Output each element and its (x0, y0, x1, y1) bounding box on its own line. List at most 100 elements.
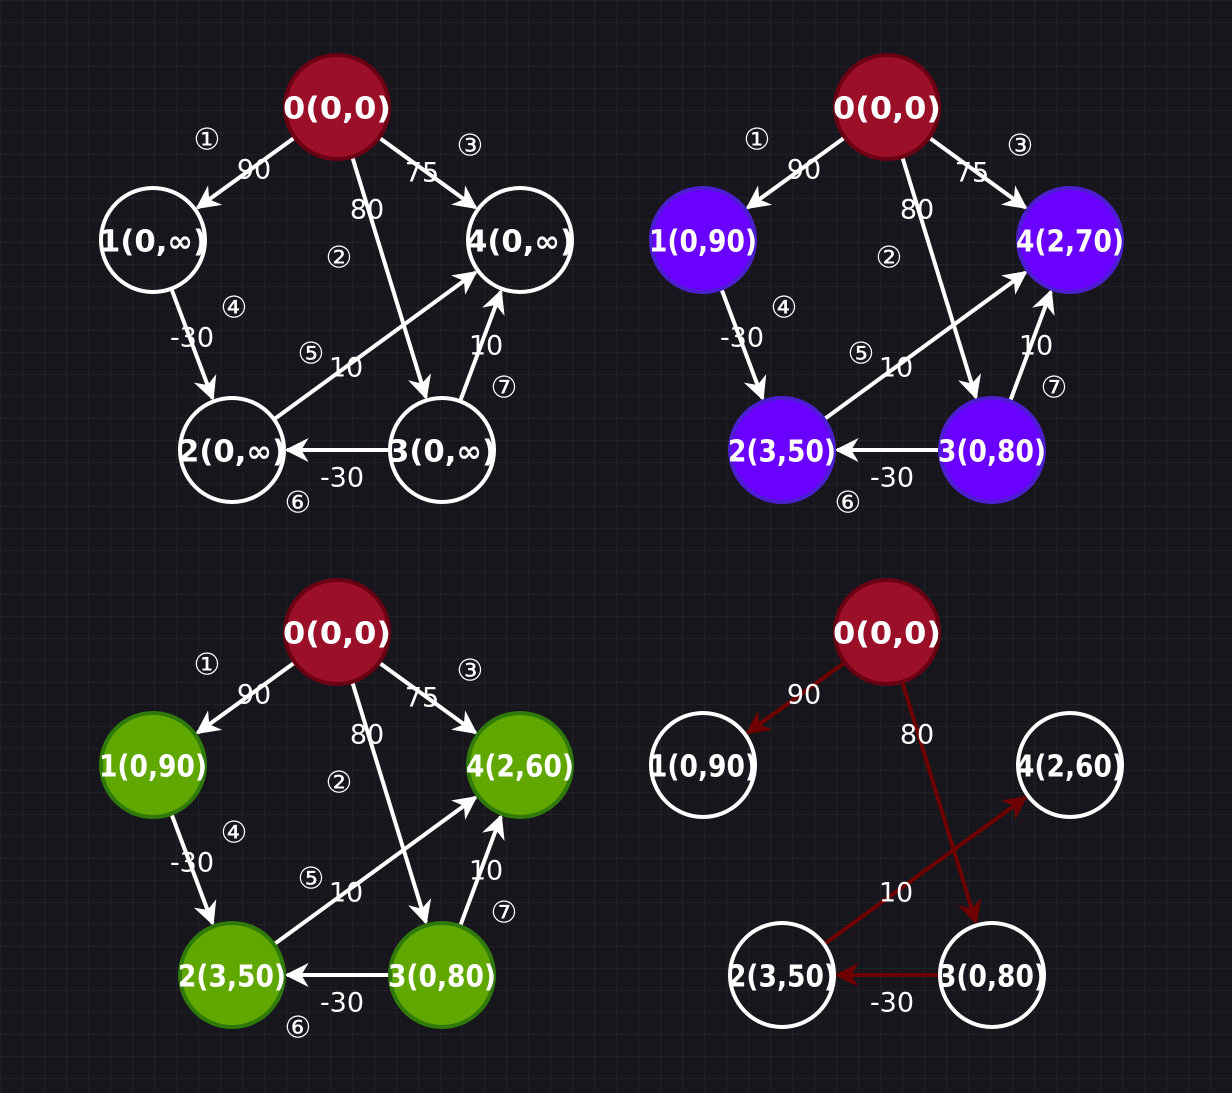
node-2: 2(3,50) (728, 396, 836, 504)
edge-order-label: ⑤ (298, 337, 325, 372)
edge-weight-label: -30 (870, 988, 914, 1019)
edge-0-3 (350, 682, 432, 925)
node-label: 0(0,0) (833, 617, 941, 652)
edge-order-label: ② (326, 241, 353, 276)
node-label: 1(0,90) (649, 225, 757, 260)
edge-weight-label: -30 (170, 323, 214, 354)
node-0: 0(0,0) (833, 53, 941, 161)
edge-weight-label: 10 (879, 353, 913, 384)
node-circle (833, 578, 941, 686)
node-circle (1016, 711, 1124, 819)
edge-0-4 (928, 136, 1028, 210)
edge-2-4 (823, 795, 1028, 946)
edge-weight-label: -30 (320, 988, 364, 1019)
node-circle (283, 53, 391, 161)
edge-order-label: ④ (221, 816, 248, 851)
edge-0-1 (745, 661, 846, 735)
node-2: 2(0,∞) (178, 396, 286, 504)
node-circle (388, 921, 496, 1029)
edge-weight-label: 80 (350, 195, 384, 226)
node-label: 1(0,90) (649, 750, 757, 785)
node-label: 2(3,50) (728, 960, 836, 995)
edge-order-label: ① (744, 123, 771, 158)
node-0: 0(0,0) (833, 578, 941, 686)
edge-0-3 (350, 157, 432, 400)
edge-1-2 (169, 288, 217, 401)
node-circle (178, 396, 286, 504)
edge-1-2 (719, 288, 767, 401)
node-label: 3(0,80) (938, 960, 1046, 995)
edge-weight-label: 10 (469, 856, 503, 887)
edge-weight-label: 90 (787, 155, 821, 186)
edge-order-label: ② (876, 241, 903, 276)
node-3: 3(0,80) (938, 921, 1046, 1029)
node-3: 3(0,80) (938, 396, 1046, 504)
panel-bottom-left: 90①80②75③-30④10⑤-30⑥10⑦0(0,0)1(0,90)2(3,… (99, 578, 574, 1046)
edge-3-4 (458, 289, 505, 402)
edge-0-1 (195, 136, 296, 210)
edge-weight-label: 90 (787, 680, 821, 711)
node-circle (728, 396, 836, 504)
edge-order-label: ① (194, 648, 221, 683)
panel-top-right: 90①80②75③-30④10⑤-30⑥10⑦0(0,0)1(0,90)2(3,… (649, 53, 1124, 521)
node-circle (938, 921, 1046, 1029)
node-label: 4(0,∞) (466, 225, 574, 260)
edge-weight-label: -30 (720, 323, 764, 354)
edge-weight-label: 10 (469, 331, 503, 362)
edge-0-1 (745, 136, 846, 210)
edge-order-label: ⑤ (298, 862, 325, 897)
node-label: 2(3,50) (178, 960, 286, 995)
edge-order-label: ① (194, 123, 221, 158)
edge-order-label: ③ (457, 129, 484, 164)
edge-order-label: ③ (457, 654, 484, 689)
node-1: 1(0,∞) (99, 186, 207, 294)
node-label: 0(0,0) (283, 617, 391, 652)
node-0: 0(0,0) (283, 578, 391, 686)
edge-order-label: ⑥ (285, 486, 312, 521)
node-0: 0(0,0) (283, 53, 391, 161)
edge-0-4 (378, 661, 478, 735)
edge-weight-label: 80 (900, 720, 934, 751)
node-3: 3(0,∞) (388, 396, 496, 504)
node-circle (833, 53, 941, 161)
edge-2-4 (273, 270, 478, 421)
edge-1-2 (169, 813, 217, 926)
edge-weight-label: -30 (320, 463, 364, 494)
node-4: 4(2,70) (1016, 186, 1124, 294)
node-label: 0(0,0) (283, 92, 391, 127)
edge-order-label: ④ (221, 291, 248, 326)
edge-weight-label: 10 (329, 878, 363, 909)
node-1: 1(0,90) (99, 711, 207, 819)
node-label: 0(0,0) (833, 92, 941, 127)
edge-weight-label: 75 (955, 158, 989, 189)
node-label: 3(0,∞) (388, 435, 496, 470)
edge-weight-label: 10 (1019, 331, 1053, 362)
edge-0-3 (900, 157, 982, 400)
node-2: 2(3,50) (178, 921, 286, 1029)
node-4: 4(2,60) (466, 711, 574, 819)
edge-order-label: ④ (771, 291, 798, 326)
edge-0-3 (900, 682, 982, 925)
edge-0-4 (378, 136, 478, 210)
edge-weight-label: 80 (900, 195, 934, 226)
node-label: 2(3,50) (728, 435, 836, 470)
node-label: 1(0,∞) (99, 225, 207, 260)
node-label: 4(2,60) (1016, 750, 1124, 785)
edge-order-label: ⑤ (848, 337, 875, 372)
node-circle (283, 578, 391, 686)
node-4: 4(2,60) (1016, 711, 1124, 819)
node-label: 1(0,90) (99, 750, 207, 785)
edge-order-label: ③ (1007, 129, 1034, 164)
node-circle (1016, 186, 1124, 294)
edge-order-label: ⑦ (491, 896, 518, 931)
edge-weight-label: 75 (405, 158, 439, 189)
node-circle (99, 711, 207, 819)
node-circle (466, 186, 574, 294)
edge-3-4 (458, 814, 505, 927)
edge-weight-label: -30 (870, 463, 914, 494)
edge-weight-label: -30 (170, 848, 214, 879)
edge-weight-label: 10 (879, 878, 913, 909)
panel-bottom-right: 90 80 10 -30 0(0,0) 1(0,90) 2(3,50) 3(0,80) 4(2,… (649, 578, 1124, 1029)
node-circle (466, 711, 574, 819)
